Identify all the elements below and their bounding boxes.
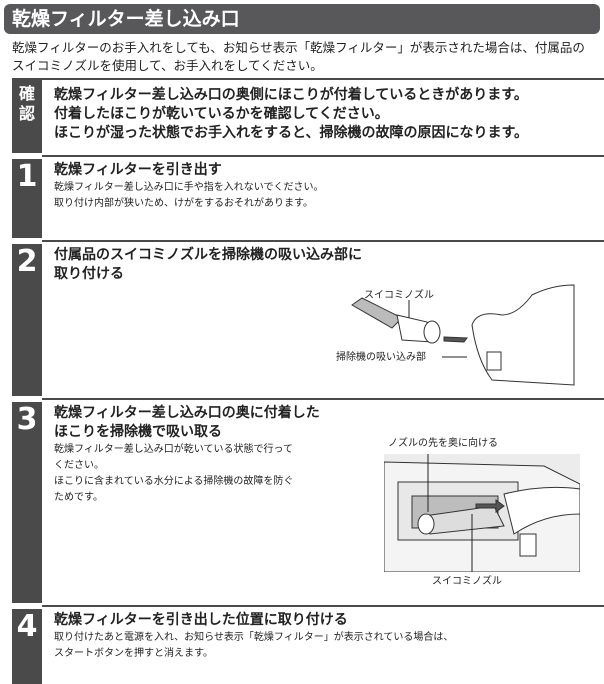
step-heading: 乾燥フィルター差し込み口の奥に付着した: [54, 405, 320, 421]
step-1: 1 乾燥フィルターを引き出す 乾燥フィルター差し込み口に手や指を入れないでくださ…: [12, 155, 604, 238]
divider: [42, 398, 604, 400]
intro-line: 乾燥フィルターのお手入れをしても、お知らせ表示「乾燥フィルター」が表示された場合…: [12, 40, 585, 55]
intro-line: スイコミノズルを使用して、お手入れをしてください。: [12, 58, 323, 73]
nozzle-label: スイコミノズル: [364, 290, 434, 301]
tip-label: ノズルの先を奥に向ける: [388, 438, 498, 449]
step-text: ほこりに含まれている水分による掃除機の故障を防ぐ: [54, 476, 294, 487]
intro-text: 乾燥フィルターのお手入れをしても、お知らせ表示「乾燥フィルター」が表示された場合…: [12, 39, 602, 75]
step-3: 3 乾燥フィルター差し込み口の奥に付着した ほこりを掃除機で吸い取る 乾燥フィル…: [12, 398, 604, 603]
step-number: 4: [12, 609, 42, 684]
divider: [42, 155, 604, 157]
divider: [42, 240, 604, 242]
step-text: スタートボタンを押すと消えます。: [54, 648, 213, 659]
step-number: 1: [12, 159, 42, 238]
step-text: 乾燥フィルター差し込み口に手や指を入れないでください。: [54, 182, 324, 193]
dust-suction-illustration: [384, 454, 580, 572]
step-text: ためです。: [54, 492, 103, 503]
step-heading: 乾燥フィルターを引き出した位置に取り付ける: [54, 612, 348, 628]
confirm-line: 付着したほこりが乾いているかを確認してください。: [54, 106, 389, 122]
nozzle-attach-illustration: [351, 284, 575, 386]
confirm-section: 確認 乾燥フィルター差し込み口の奥側にほこりが付着しているときがあります。 付着…: [12, 78, 604, 153]
confirm-line: ほこりが湿った状態でお手入れをすると、掃除機の故障の原因になります。: [54, 125, 529, 141]
step-number: 3: [12, 402, 42, 603]
confirm-label: 確認: [12, 78, 42, 153]
page-title: 乾燥フィルター差し込み口: [4, 4, 600, 34]
step-text: 取り付けたあと電源を入れ、お知らせ表示「乾燥フィルター」が表示されている場合は、: [54, 632, 454, 643]
step-heading: ほこりを掃除機で吸い取る: [54, 424, 222, 440]
confirm-line: 乾燥フィルター差し込み口の奥側にほこりが付着しているときがあります。: [54, 87, 528, 103]
step-heading: 取り付ける: [54, 266, 124, 282]
step-text: 取り付け内部が狭いため、けがをするおそれがあります。: [54, 198, 313, 209]
step-text: ください。: [54, 460, 104, 471]
divider: [42, 605, 604, 607]
step-2: 2 付属品のスイコミノズルを掃除機の吸い込み部に 取り付ける スイコミノズル 掃…: [12, 240, 604, 396]
nozzle-label: スイコミノズル: [432, 576, 502, 587]
divider: [42, 78, 604, 80]
step-heading: 付属品のスイコミノズルを掃除機の吸い込み部に: [54, 247, 362, 263]
step-number: 2: [12, 244, 42, 396]
step-text: 乾燥フィルター差し込み口が乾いている状態で行って: [54, 444, 293, 455]
intake-label: 掃除機の吸い込み部: [336, 352, 426, 363]
step-4: 4 乾燥フィルターを引き出した位置に取り付ける 取り付けたあと電源を入れ、お知ら…: [12, 605, 604, 684]
step-heading: 乾燥フィルターを引き出す: [54, 162, 222, 178]
